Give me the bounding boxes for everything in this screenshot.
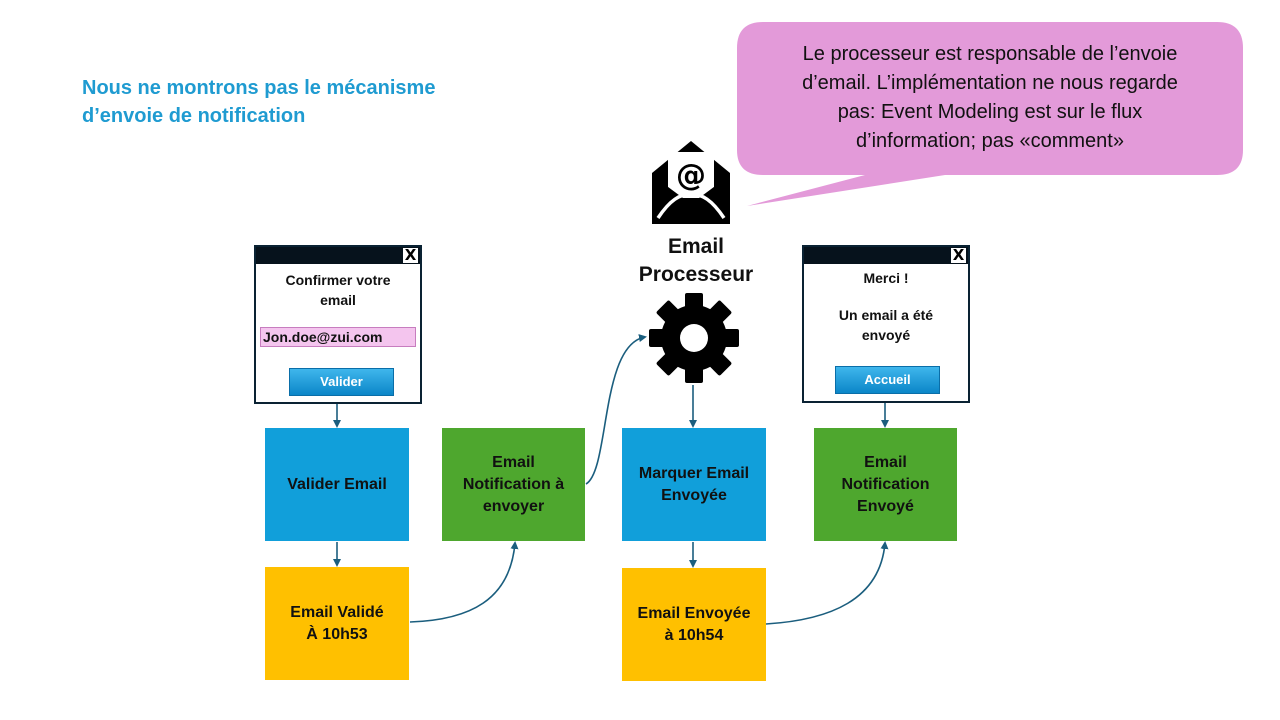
box-line: Envoyé xyxy=(857,497,914,515)
headline-line-1: Nous ne montrons pas le mécanisme xyxy=(82,77,436,99)
confirm-email-window: X Confirmer votre email Jon.doe@zui.com … xyxy=(254,245,422,404)
arrow-envoyee-to-envoye xyxy=(765,541,889,625)
accueil-button[interactable]: Accueil xyxy=(835,366,940,394)
arrow-valide-to-notif xyxy=(409,541,519,623)
email-field[interactable]: Jon.doe@zui.com xyxy=(260,327,416,347)
window-titlebar xyxy=(804,247,968,264)
readmodel-notification-a-envoyer: Email Notification à envoyer xyxy=(442,428,585,541)
command-valider-email: Valider Email xyxy=(265,428,409,541)
command-marquer-email-envoyee: Marquer Email Envoyée xyxy=(622,428,766,541)
box-line: Email xyxy=(864,453,907,471)
bubble-text: Le processeur est responsable de l’envoi… xyxy=(740,40,1240,156)
thanks-line-3: envoyé xyxy=(861,327,911,343)
thanks-message: Un email a été envoyé xyxy=(804,305,968,345)
box-line: Notification à xyxy=(462,475,565,493)
valider-button[interactable]: Valider xyxy=(289,368,394,396)
thanks-line-2: Un email a été xyxy=(838,307,934,323)
confirm-title-line-2: email xyxy=(320,292,356,308)
box-line: envoyer xyxy=(482,497,545,515)
processor-label-line-2: Processeur xyxy=(638,263,754,286)
processor-label: Email Processeur xyxy=(620,233,772,289)
readmodel-notification-envoye: Email Notification Envoyé xyxy=(814,428,957,541)
box-line: Email Envoyée xyxy=(637,604,751,622)
email-at-glyph: @ xyxy=(676,158,706,193)
page-headline: Nous ne montrons pas le mécanisme d’envo… xyxy=(82,74,542,130)
box-line: Marquer Email xyxy=(638,464,750,482)
box-line: Valider Email xyxy=(287,475,387,493)
close-icon[interactable]: X xyxy=(951,246,966,264)
event-email-envoyee: Email Envoyée à 10h54 xyxy=(622,568,766,681)
arrow-notif-to-processor xyxy=(585,334,647,485)
bubble-line-1: Le processeur est responsable de l’envoi… xyxy=(802,43,1178,65)
email-envelope-icon: @ xyxy=(652,141,730,224)
bubble-line-3: pas: Event Modeling est sur le flux xyxy=(837,101,1143,123)
thanks-window: X Merci ! Un email a été envoyé Accueil xyxy=(802,245,970,403)
close-icon[interactable]: X xyxy=(403,246,418,264)
box-line: Notification xyxy=(841,475,930,493)
headline-line-2: d’envoie de notification xyxy=(82,105,306,127)
box-line: À 10h53 xyxy=(306,625,368,643)
box-line: Email Validé xyxy=(290,603,384,621)
bubble-line-4: d’information; pas «comment» xyxy=(856,130,1124,152)
processor-label-line-1: Email xyxy=(667,235,725,258)
gear-icon xyxy=(649,293,739,383)
speech-bubble xyxy=(737,22,1243,206)
confirm-title: Confirmer votre email xyxy=(256,270,420,310)
box-line: Envoyée xyxy=(661,486,727,504)
box-line: à 10h54 xyxy=(664,626,724,644)
event-email-valide: Email Validé À 10h53 xyxy=(265,567,409,680)
box-line: Email xyxy=(492,453,535,471)
bubble-line-2: d’email. L’implémentation ne nous regard… xyxy=(802,72,1178,94)
window-titlebar xyxy=(256,247,420,264)
thanks-line-1: Merci ! xyxy=(863,270,909,286)
confirm-title-line-1: Confirmer votre xyxy=(285,272,391,288)
